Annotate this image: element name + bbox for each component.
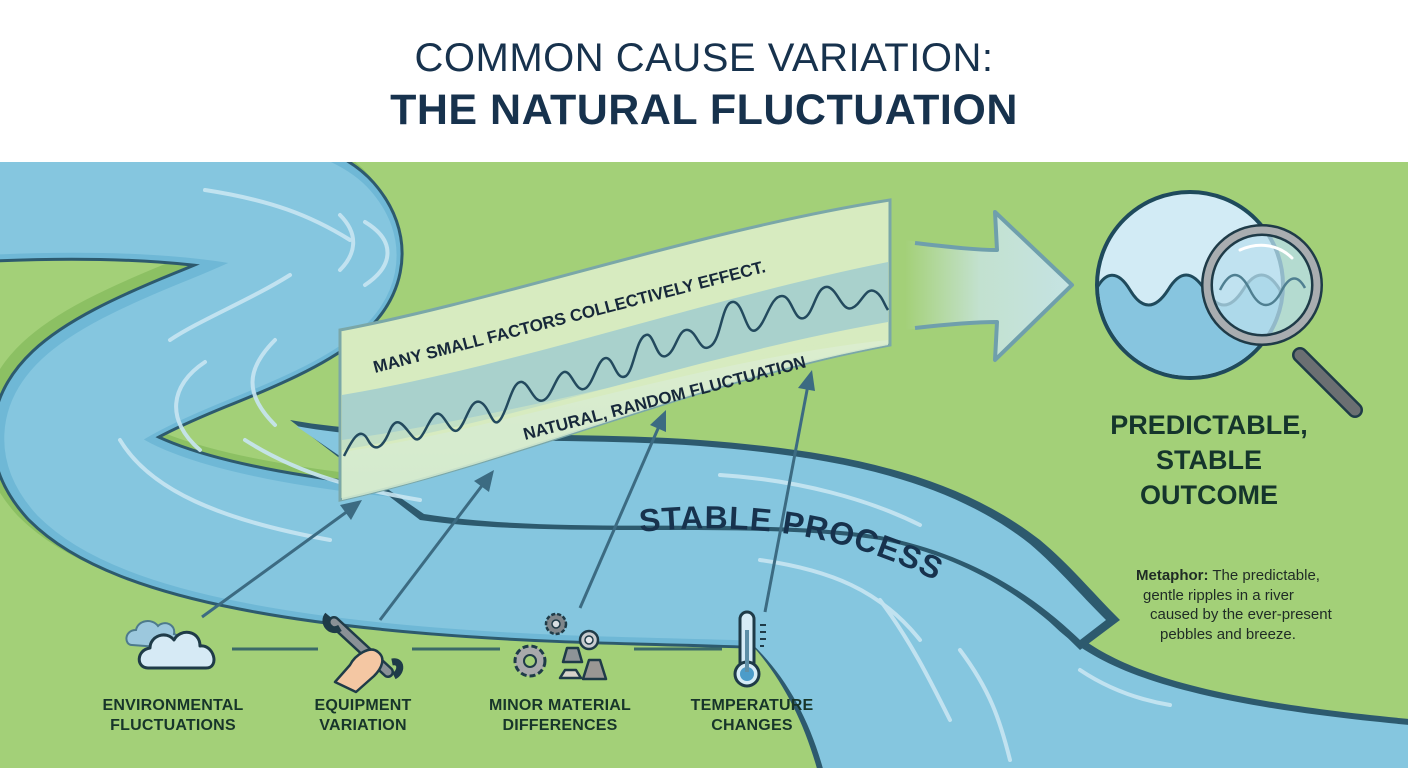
- magnifier-over-ripples-icon: [1095, 190, 1363, 418]
- thermometer-icon: [733, 610, 766, 688]
- metaphor-note: Metaphor: The predictable, gentle ripple…: [1136, 566, 1376, 644]
- wrench-hand-icon: [322, 612, 404, 694]
- factor-arrows: [201, 370, 815, 621]
- factor-equipment: EQUIPMENT VARIATION: [278, 696, 448, 736]
- factor-environmental: ENVIRONMENTAL FLUCTUATIONS: [68, 696, 278, 736]
- factor-label-line-1: TEMPERATURE: [690, 697, 814, 714]
- factor-temperature: TEMPERATURE CHANGES: [662, 696, 842, 736]
- metaphor-line-1: The predictable,: [1208, 567, 1320, 584]
- gears-materials-icon: [513, 612, 608, 681]
- fluctuation-banner: MANY SMALL FACTORS COLLECTIVELY EFFECT. …: [338, 198, 892, 502]
- title-line-2: THE NATURAL FLUCTUATION: [390, 86, 1018, 134]
- factor-material: MINOR MATERIAL DIFFERENCES: [460, 696, 660, 736]
- factor-label-line-2: CHANGES: [711, 717, 793, 734]
- cloud-icon: [125, 620, 216, 670]
- outcome-arrow-icon: [905, 210, 1074, 362]
- factor-label-line-2: DIFFERENCES: [502, 717, 618, 734]
- outcome-label: PREDICTABLE, STABLE OUTCOME: [1086, 408, 1332, 513]
- outcome-line-2: STABLE: [1156, 445, 1262, 475]
- header: COMMON CAUSE VARIATION: THE NATURAL FLUC…: [0, 0, 1408, 162]
- title-line-1: COMMON CAUSE VARIATION:: [414, 36, 994, 80]
- metaphor-label: Metaphor:: [1136, 567, 1209, 584]
- fluctuation-wave: [342, 285, 890, 457]
- river: [0, 162, 1408, 768]
- factor-label-line-2: VARIATION: [319, 717, 407, 734]
- outcome-line-1: PREDICTABLE,: [1110, 410, 1308, 440]
- outcome-line-3: OUTCOME: [1140, 480, 1278, 510]
- factor-label-line-1: MINOR MATERIAL: [488, 697, 632, 714]
- metaphor-line-2: gentle ripples in a river: [1143, 586, 1294, 604]
- river-scene: MANY SMALL FACTORS COLLECTIVELY EFFECT. …: [0, 162, 1408, 768]
- metaphor-line-3: caused by the ever-present: [1150, 606, 1332, 623]
- factor-label-line-1: EQUIPMENT: [314, 697, 412, 714]
- factor-label-line-1: ENVIRONMENTAL: [102, 697, 244, 714]
- factor-label-line-2: FLUCTUATIONS: [110, 717, 236, 734]
- metaphor-line-4: pebbles and breeze.: [1160, 625, 1296, 643]
